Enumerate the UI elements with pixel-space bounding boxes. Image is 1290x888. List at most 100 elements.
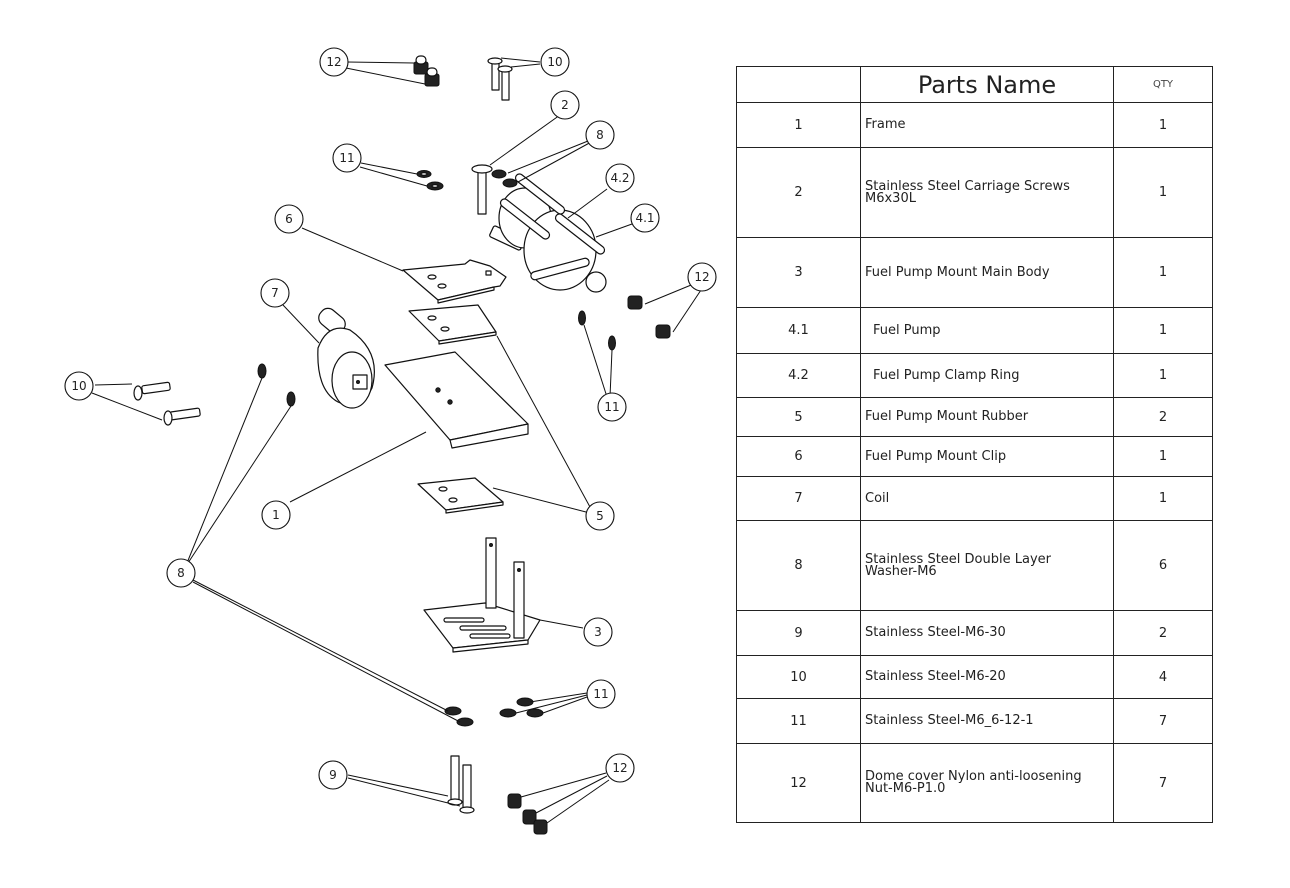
part-name-cell: Fuel Pump Mount Rubber [860, 397, 1114, 437]
part-number-cell: 6 [736, 436, 861, 477]
svg-text:3: 3 [594, 625, 602, 639]
balloon-11-top: 11 [332, 143, 362, 173]
part-qty-cell: 6 [1113, 520, 1213, 611]
part-12-nuts-right [627, 295, 671, 339]
balloon-5: 5 [585, 501, 615, 531]
part-qty-cell: 1 [1113, 147, 1213, 238]
part-qty-cell: 1 [1113, 307, 1213, 354]
svg-text:8: 8 [177, 566, 185, 580]
part-number-cell: 3 [736, 237, 861, 308]
balloon-7: 7 [260, 278, 290, 308]
part-qty-cell: 1 [1113, 476, 1213, 521]
part-name-cell: Dome cover Nylon anti-loosening Nut-M6-P… [860, 743, 1114, 823]
part-8-washers-lower [444, 706, 474, 727]
svg-text:10: 10 [547, 55, 562, 69]
part-number-cell: 12 [736, 743, 861, 823]
part-9-bolts [447, 755, 475, 814]
svg-text:2: 2 [561, 98, 569, 112]
part-10-bolts-top [487, 57, 513, 101]
part-number-cell: 8 [736, 520, 861, 611]
part-5-mount-rubber-lower [417, 477, 504, 514]
part-3-mount-main-body [423, 537, 541, 653]
part-6-mount-clip [402, 259, 507, 304]
leader-lines [91, 57, 702, 824]
part-name-cell: Frame [860, 102, 1114, 148]
part-name-cell: Stainless Steel-M6-20 [860, 655, 1114, 699]
svg-text:12: 12 [326, 55, 341, 69]
part-name-cell: Fuel Pump Clamp Ring [860, 353, 1114, 398]
part-5-mount-rubber-upper [408, 304, 497, 345]
part-qty-cell: 1 [1113, 353, 1213, 398]
svg-text:6: 6 [285, 212, 293, 226]
part-name-cell: Coil [860, 476, 1114, 521]
part-qty-cell: 1 [1113, 237, 1213, 308]
part-name-cell: Fuel Pump Mount Main Body [860, 237, 1114, 308]
part-11-washers-lower [499, 697, 544, 718]
part-name-cell: Fuel Pump [860, 307, 1114, 354]
part-number-cell: 1 [736, 102, 861, 148]
part-number-cell: 4.1 [736, 307, 861, 354]
part-10-bolts-left [133, 381, 201, 426]
balloon-4-2: 4.2 [605, 163, 635, 193]
balloon-3: 3 [583, 617, 613, 647]
part-qty-cell: 7 [1113, 698, 1213, 744]
balloon-10-left: 10 [64, 371, 94, 401]
part-2-carriage-screw [471, 164, 493, 215]
balloon-11-lower: 11 [586, 679, 616, 709]
table-header-row: Parts Name QTY [736, 66, 1213, 103]
part-11-washers-top [416, 170, 444, 191]
svg-text:7: 7 [271, 286, 279, 300]
balloon-10-top: 10 [540, 47, 570, 77]
balloon-2: 2 [550, 90, 580, 120]
svg-text:11: 11 [604, 400, 619, 414]
part-qty-cell: 1 [1113, 436, 1213, 477]
svg-text:8: 8 [596, 128, 604, 142]
svg-text:1: 1 [272, 508, 280, 522]
header-parts-name: Parts Name [860, 66, 1114, 103]
part-1-frame [384, 351, 529, 449]
part-qty-cell: 4 [1113, 655, 1213, 699]
part-number-cell: 2 [736, 147, 861, 238]
balloon-11-right: 11 [597, 392, 627, 422]
balloon-12-top: 12 [319, 47, 349, 77]
part-number-cell: 9 [736, 610, 861, 656]
header-qty: QTY [1113, 66, 1213, 103]
svg-text:4.2: 4.2 [610, 171, 629, 185]
svg-text:4.1: 4.1 [635, 211, 654, 225]
svg-text:12: 12 [612, 761, 627, 775]
svg-text:10: 10 [71, 379, 86, 393]
balloon-4-1: 4.1 [630, 203, 660, 233]
svg-text:12: 12 [694, 270, 709, 284]
part-name-cell: Stainless Steel-M6_6-12-1 [860, 698, 1114, 744]
part-name-cell: Stainless Steel Double Layer Washer-M6 [860, 520, 1114, 611]
part-name-cell: Stainless Steel-M6-30 [860, 610, 1114, 656]
svg-text:11: 11 [593, 687, 608, 701]
part-number-cell: 4.2 [736, 353, 861, 398]
part-12-nuts-lower [507, 793, 548, 835]
balloon-8-left: 8 [166, 558, 196, 588]
part-qty-cell: 7 [1113, 743, 1213, 823]
part-12-nuts-top [413, 55, 440, 87]
balloon-6: 6 [274, 204, 304, 234]
balloon-12-right: 12 [687, 262, 717, 292]
part-11-washers-right [578, 310, 616, 351]
part-8-washers-left [257, 363, 296, 407]
balloon-8-top: 8 [585, 120, 615, 150]
part-8-washers-pump [491, 169, 518, 188]
part-qty-cell: 1 [1113, 102, 1213, 148]
balloon-9: 9 [318, 760, 348, 790]
part-qty-cell: 2 [1113, 610, 1213, 656]
part-name-cell: Stainless Steel Carriage Screws M6x30L [860, 147, 1114, 238]
balloon-12-lower: 12 [605, 753, 635, 783]
